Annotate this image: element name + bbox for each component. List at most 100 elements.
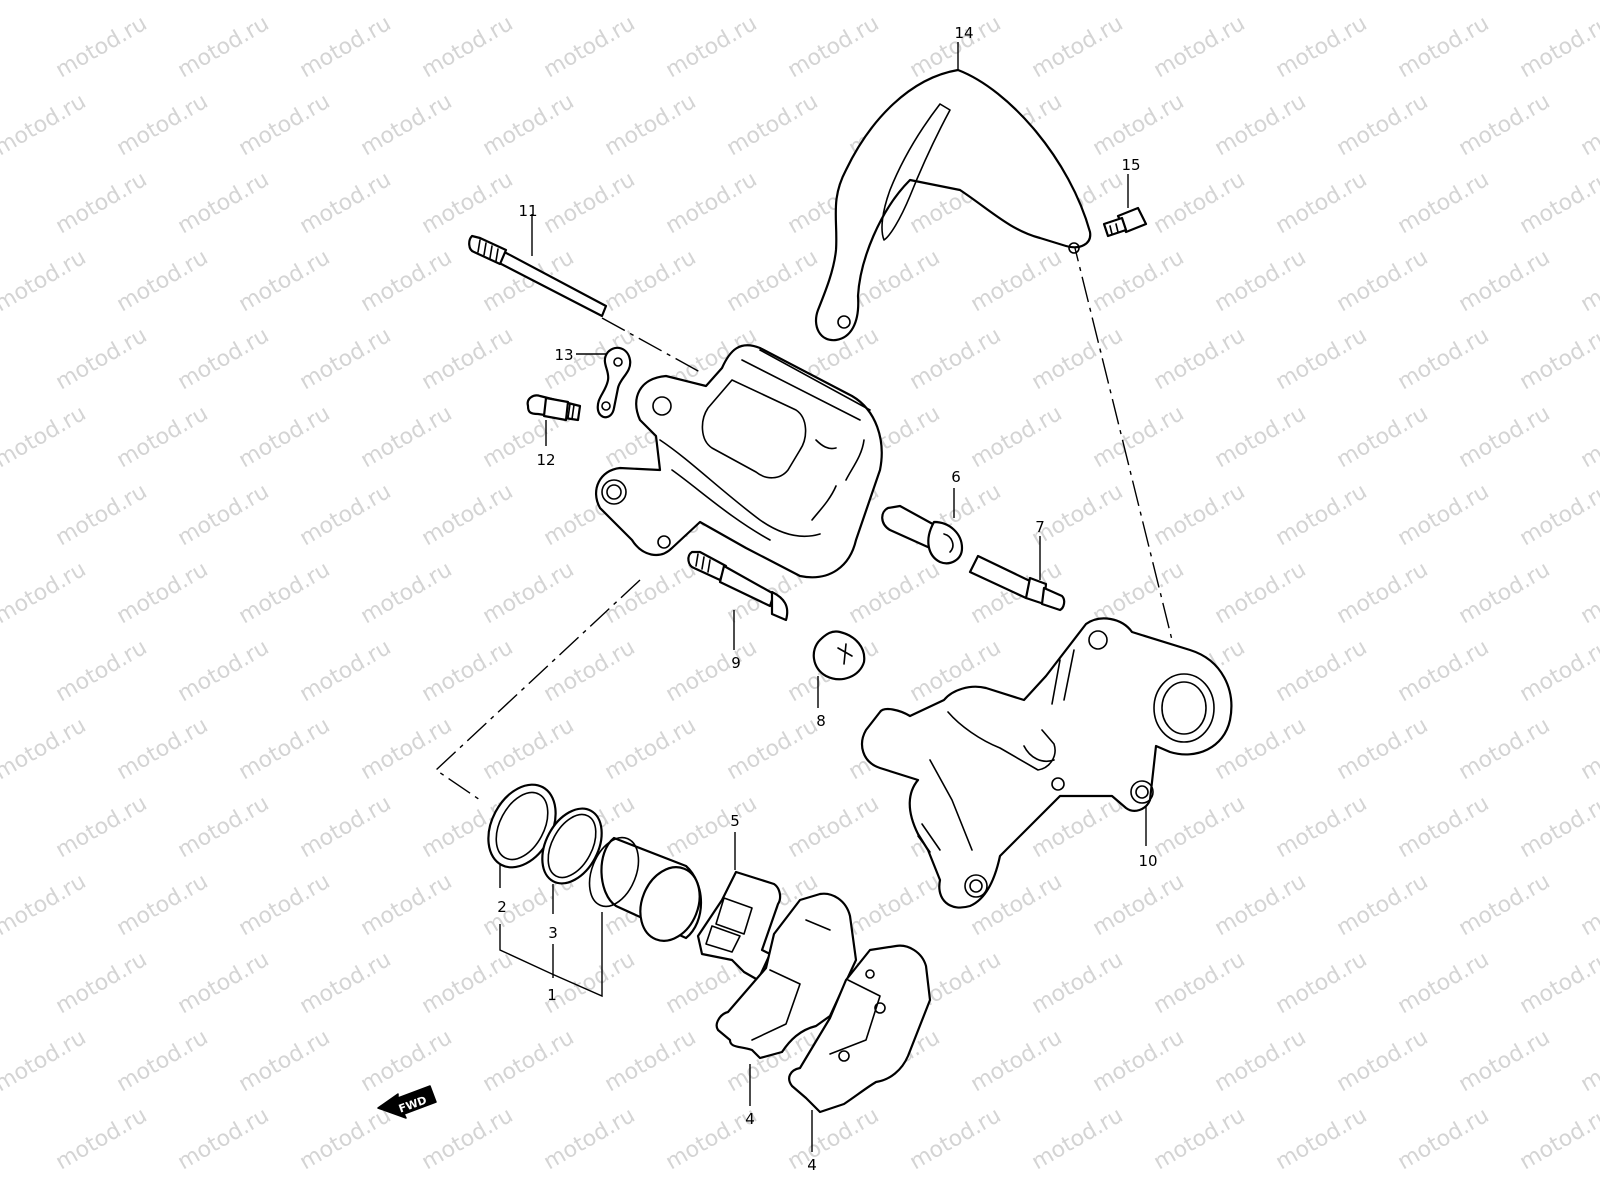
watermark-text: motod.ru: [1028, 1103, 1128, 1175]
watermark-text: motod.ru: [540, 635, 640, 707]
watermark-text: motod.ru: [1028, 323, 1128, 395]
caliper-body: [594, 344, 883, 579]
bleeder-valve: [526, 394, 582, 422]
watermark-text: motod.ru: [0, 245, 90, 317]
watermark-text: motod.ru: [0, 713, 90, 785]
watermark-text: motod.ru: [1150, 167, 1250, 239]
watermark-text: motod.ru: [357, 89, 457, 161]
watermark-text: motod.ru: [1333, 401, 1433, 473]
watermark-text: motod.ru: [662, 635, 762, 707]
watermark-text: motod.ru: [1455, 0, 1555, 5]
watermark-text: motod.ru: [174, 1103, 274, 1175]
watermark-text: motod.ru: [723, 89, 823, 161]
bolt: [1102, 206, 1148, 238]
watermark-text: motod.ru: [540, 167, 640, 239]
slide-pin-lower: [687, 550, 789, 622]
watermark-text: motod.ru: [1333, 713, 1433, 785]
callout-9: 9: [731, 654, 741, 672]
watermark-text: motod.ru: [1150, 323, 1250, 395]
watermark-text: motod.ru: [601, 1025, 701, 1097]
watermark-text: motod.ru: [540, 947, 640, 1019]
watermark-text: motod.ru: [52, 323, 152, 395]
assembly-lines: [434, 235, 1173, 801]
watermark-text: motod.ru: [0, 401, 90, 473]
watermark-text: motod.ru: [1455, 1025, 1555, 1097]
watermark-text: motod.ru: [235, 0, 335, 5]
watermark-text: motod.ru: [1577, 869, 1600, 941]
watermark-text: motod.ru: [1272, 11, 1372, 83]
watermark-text: motod.ru: [662, 167, 762, 239]
callout-3: 3: [548, 924, 558, 942]
watermark-text: motod.ru: [1211, 557, 1311, 629]
callout-2: 2: [497, 898, 507, 916]
watermark-text: motod.ru: [1272, 635, 1372, 707]
callout-7: 7: [1035, 518, 1045, 536]
watermark-text: motod.ru: [0, 1025, 90, 1097]
watermark-text: motod.ru: [174, 635, 274, 707]
watermark-text: motod.ru: [1272, 479, 1372, 551]
watermark-text: motod.ru: [418, 167, 518, 239]
watermark-text: motod.ru: [723, 0, 823, 5]
callout-11: 11: [518, 202, 537, 220]
watermark-text: motod.ru: [906, 323, 1006, 395]
caliper-holder: [861, 617, 1233, 909]
watermark-text: motod.ru: [52, 479, 152, 551]
watermark-text: motod.ru: [113, 0, 213, 5]
watermark-text: motod.ru: [1455, 869, 1555, 941]
watermark-text: motod.ru: [52, 1103, 152, 1175]
slide-pin: [468, 234, 608, 318]
watermark-text: motod.ru: [113, 557, 213, 629]
watermark-text: motod.ru: [1455, 401, 1555, 473]
watermark-text: motod.ru: [1028, 11, 1128, 83]
watermark-text: motod.ru: [1516, 479, 1600, 551]
watermark-text: motod.ru: [601, 713, 701, 785]
callout-labels: 14 15 11 13 12 6 7 9 8 10 5 2 3 1 4 4: [497, 24, 1157, 1174]
watermark-text: motod.ru: [1211, 869, 1311, 941]
watermark-text: motod.ru: [357, 1025, 457, 1097]
watermark-text: motod.ru: [296, 479, 396, 551]
watermark-text: motod.ru: [1577, 713, 1600, 785]
pin-clip: [596, 346, 632, 419]
watermark-text: motod.ru: [418, 323, 518, 395]
watermark-text: motod.ru: [1516, 947, 1600, 1019]
watermark-text: motod.ru: [1211, 401, 1311, 473]
watermark-text: motod.ru: [1455, 245, 1555, 317]
callout-12: 12: [536, 451, 555, 469]
watermark-text: motod.ru: [1516, 1103, 1600, 1175]
watermark-text: motod.ru: [1150, 1103, 1250, 1175]
watermark-text: motod.ru: [418, 947, 518, 1019]
watermark-text: motod.ru: [52, 947, 152, 1019]
watermark-text: motod.ru: [1089, 245, 1189, 317]
watermark-text: motod.ru: [1577, 0, 1600, 5]
watermark-text: motod.ru: [357, 557, 457, 629]
callout-5: 5: [730, 812, 740, 830]
watermark-text: motod.ru: [845, 869, 945, 941]
watermark-text: motod.ru: [1394, 11, 1494, 83]
watermark-text: motod.ru: [1211, 0, 1311, 5]
watermark-text: motod.ru: [1577, 557, 1600, 629]
brake-pads: [715, 892, 932, 1114]
watermark-text: motod.ru: [1394, 947, 1494, 1019]
callout-1: 1: [547, 986, 557, 1004]
watermark-text: motod.ru: [1089, 89, 1189, 161]
watermark-text: motod.ru: [479, 713, 579, 785]
watermark-text: motod.ru: [1455, 89, 1555, 161]
watermark-text: motod.ru: [479, 1025, 579, 1097]
watermark-text: motod.ru: [235, 869, 335, 941]
watermark-text: motod.ru: [52, 167, 152, 239]
watermark-text: motod.ru: [1333, 1025, 1433, 1097]
watermark-text: motod.ru: [235, 557, 335, 629]
watermark-text: motod.ru: [113, 869, 213, 941]
watermark-text: motod.ru: [296, 947, 396, 1019]
watermark-text: motod.ru: [1516, 791, 1600, 863]
watermark-text: motod.ru: [601, 245, 701, 317]
watermark-text: motod.ru: [1333, 557, 1433, 629]
watermark-text: motod.ru: [784, 1103, 884, 1175]
watermark-text: motod.ru: [1089, 0, 1189, 5]
watermark-text: motod.ru: [1516, 635, 1600, 707]
watermark-text: motod.ru: [1394, 1103, 1494, 1175]
watermark-text: motod.ru: [113, 1025, 213, 1097]
watermark-text: motod.ru: [784, 791, 884, 863]
watermark-text: motod.ru: [296, 167, 396, 239]
watermark-text: motod.ru: [235, 89, 335, 161]
